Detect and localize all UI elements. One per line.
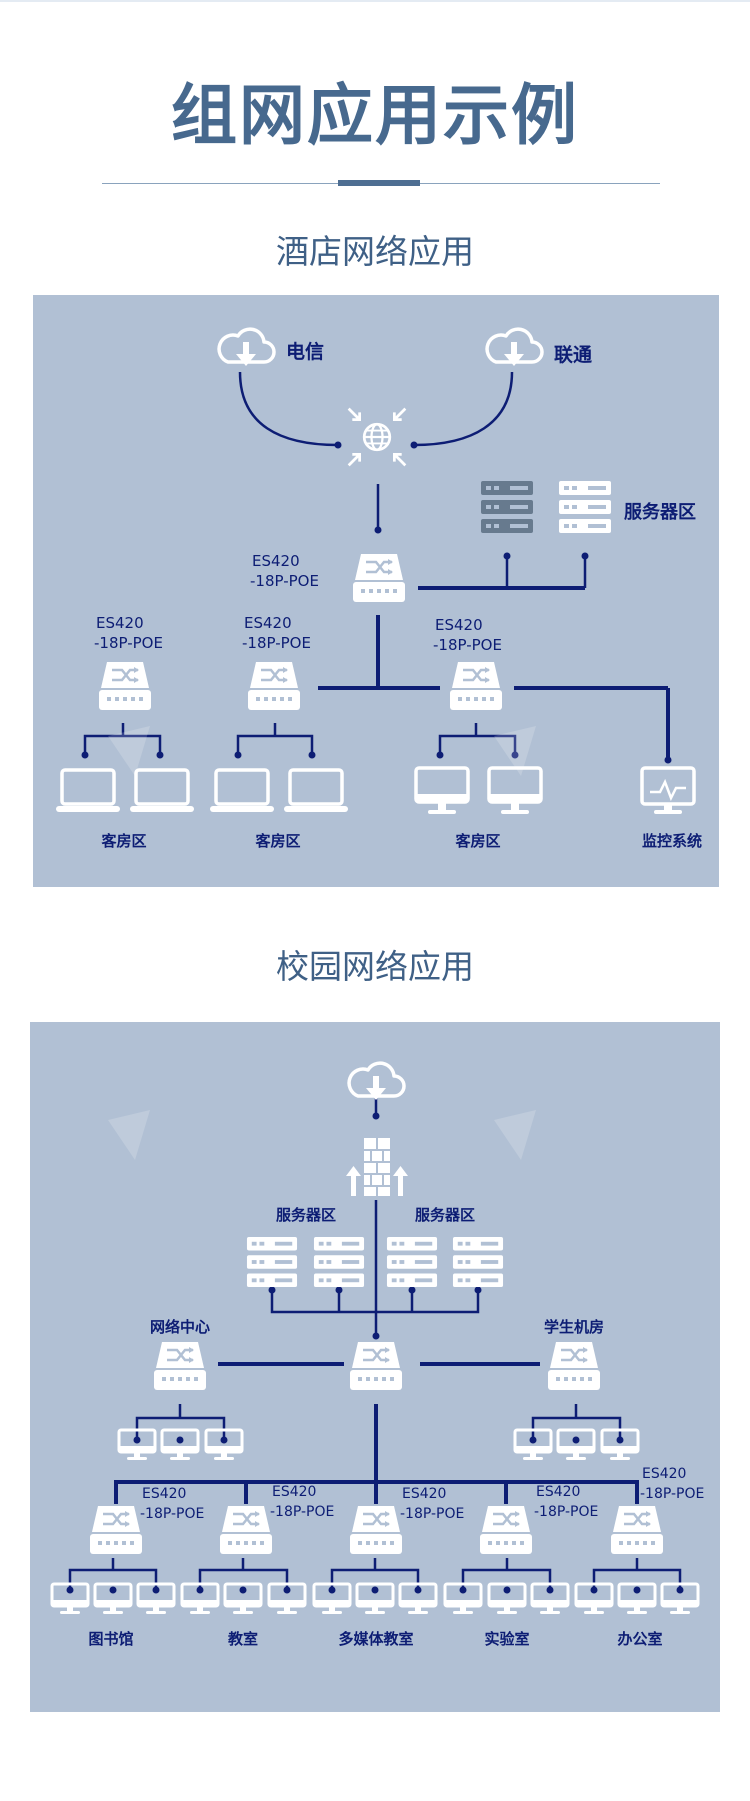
hotel-links	[83, 371, 670, 760]
link-telecom-globe	[238, 371, 339, 447]
link-unicom-globe	[413, 371, 514, 447]
top-divider	[0, 0, 750, 2]
pc-icon	[160, 1428, 200, 1462]
student-lab-switch-icon	[546, 1340, 602, 1392]
campus-server-zone-left-label: 服务器区	[276, 1206, 336, 1224]
hotel-link-dots	[81, 441, 672, 764]
hotel-section-title: 酒店网络应用	[276, 232, 474, 271]
page-title: 组网应用示例	[171, 77, 579, 154]
campus-section-title: 校园网络应用	[276, 947, 474, 986]
office-label: 办公室	[617, 1630, 662, 1648]
switch-5-model: ES420	[642, 1466, 686, 1482]
switch-right-variant: -18P-POE	[433, 636, 502, 654]
switch-right-model: ES420	[435, 616, 483, 634]
link-mid-clients	[236, 723, 314, 755]
core-switch-model: ES420	[252, 552, 300, 570]
telecom-label: 电信	[286, 340, 324, 363]
internet-cloud-icon	[347, 1061, 406, 1102]
switch-1-model: ES420	[142, 1486, 186, 1502]
classroom-label: 教室	[227, 1630, 258, 1648]
student-lab-label: 学生机房	[544, 1318, 604, 1336]
firewall-icon	[345, 1137, 409, 1197]
library-switch-icon	[88, 1504, 144, 1556]
laptop-icon	[128, 768, 196, 814]
multimedia-classroom-label: 多媒体教室	[338, 1630, 413, 1648]
lab-switch-icon	[478, 1504, 534, 1556]
link-library-pcs	[68, 1558, 158, 1590]
monitor-icon	[414, 766, 470, 816]
link-access-drops	[244, 1482, 508, 1504]
surveillance-monitor-icon	[640, 766, 696, 816]
switch-2-model: ES420	[272, 1484, 316, 1500]
server-dark-icon	[481, 481, 533, 533]
watermark-logo	[108, 726, 536, 1160]
link-lab-pcs	[461, 1558, 552, 1590]
switch-right-icon	[448, 660, 504, 712]
unicom-cloud-icon	[485, 327, 544, 368]
laptop-icon	[282, 768, 350, 814]
server-icon	[246, 1236, 298, 1288]
link-office-pcs	[592, 1558, 682, 1590]
link-server-bus	[270, 1290, 480, 1314]
campus-diagram: 服务器区 服务器区 网络中心 学生机房 ES420 -18P-POE ES420…	[50, 1061, 704, 1648]
core-switch-icon	[351, 552, 407, 604]
network-center-label: 网络中心	[150, 1318, 210, 1336]
laptop-icon	[54, 768, 122, 814]
library-label: 图书馆	[88, 1630, 133, 1648]
classroom-switch-icon	[218, 1504, 274, 1556]
link-netcenter-pcs	[135, 1404, 226, 1440]
laboratory-label: 实验室	[484, 1630, 529, 1648]
network-center-switch-icon	[152, 1340, 208, 1392]
campus-core-switch-icon	[348, 1340, 404, 1392]
hotel-diagram: 电信 联通 服务器区 ES420 -18P-POE ES420 -18P-POE…	[54, 327, 702, 850]
switch-left-model: ES420	[96, 614, 144, 632]
link-left-clients	[83, 723, 162, 755]
core-switch-variant: -18P-POE	[250, 572, 319, 590]
server-light-icon	[559, 481, 611, 533]
telecom-cloud-icon	[217, 327, 276, 368]
link-studentlab-pcs	[531, 1404, 622, 1440]
switch-4-model: ES420	[536, 1484, 580, 1500]
switch-mid-icon	[246, 660, 302, 712]
switch-5-variant: -18P-POE	[640, 1486, 704, 1502]
link-multimedia-pcs	[330, 1558, 420, 1590]
switch-2-variant: -18P-POE	[270, 1504, 334, 1520]
server-icon	[386, 1236, 438, 1288]
server-icon	[313, 1236, 365, 1288]
switch-left-icon	[97, 660, 153, 712]
link-right-clients	[438, 723, 517, 755]
campus-server-zone-right-label: 服务器区	[415, 1206, 475, 1224]
room-zone-label-2: 客房区	[254, 832, 300, 850]
link-classroom-pcs	[198, 1558, 289, 1590]
unicom-label: 联通	[554, 344, 593, 366]
switch-3-model: ES420	[402, 1486, 446, 1502]
switch-mid-model: ES420	[244, 614, 292, 632]
switch-4-variant: -18P-POE	[534, 1504, 598, 1520]
campus-links	[68, 1095, 682, 1590]
title-rule-accent	[338, 180, 420, 186]
switch-3-variant: -18P-POE	[400, 1506, 464, 1522]
monitor-system-label: 监控系统	[642, 832, 702, 850]
switch-left-variant: -18P-POE	[94, 634, 163, 652]
pc-icon	[556, 1428, 596, 1462]
campus-link-dots	[66, 1112, 684, 1594]
room-zone-label-3: 客房区	[454, 832, 500, 850]
switch-1-variant: -18P-POE	[140, 1506, 204, 1522]
switch-mid-variant: -18P-POE	[242, 634, 311, 652]
server-icon	[452, 1236, 504, 1288]
laptop-icon	[208, 768, 276, 814]
room-zone-label-1: 客房区	[100, 832, 146, 850]
hotel-server-zone-label: 服务器区	[624, 501, 696, 523]
office-switch-icon	[609, 1504, 665, 1556]
monitor-icon	[487, 766, 543, 816]
internet-globe-icon	[347, 407, 407, 467]
multimedia-switch-icon	[348, 1504, 404, 1556]
